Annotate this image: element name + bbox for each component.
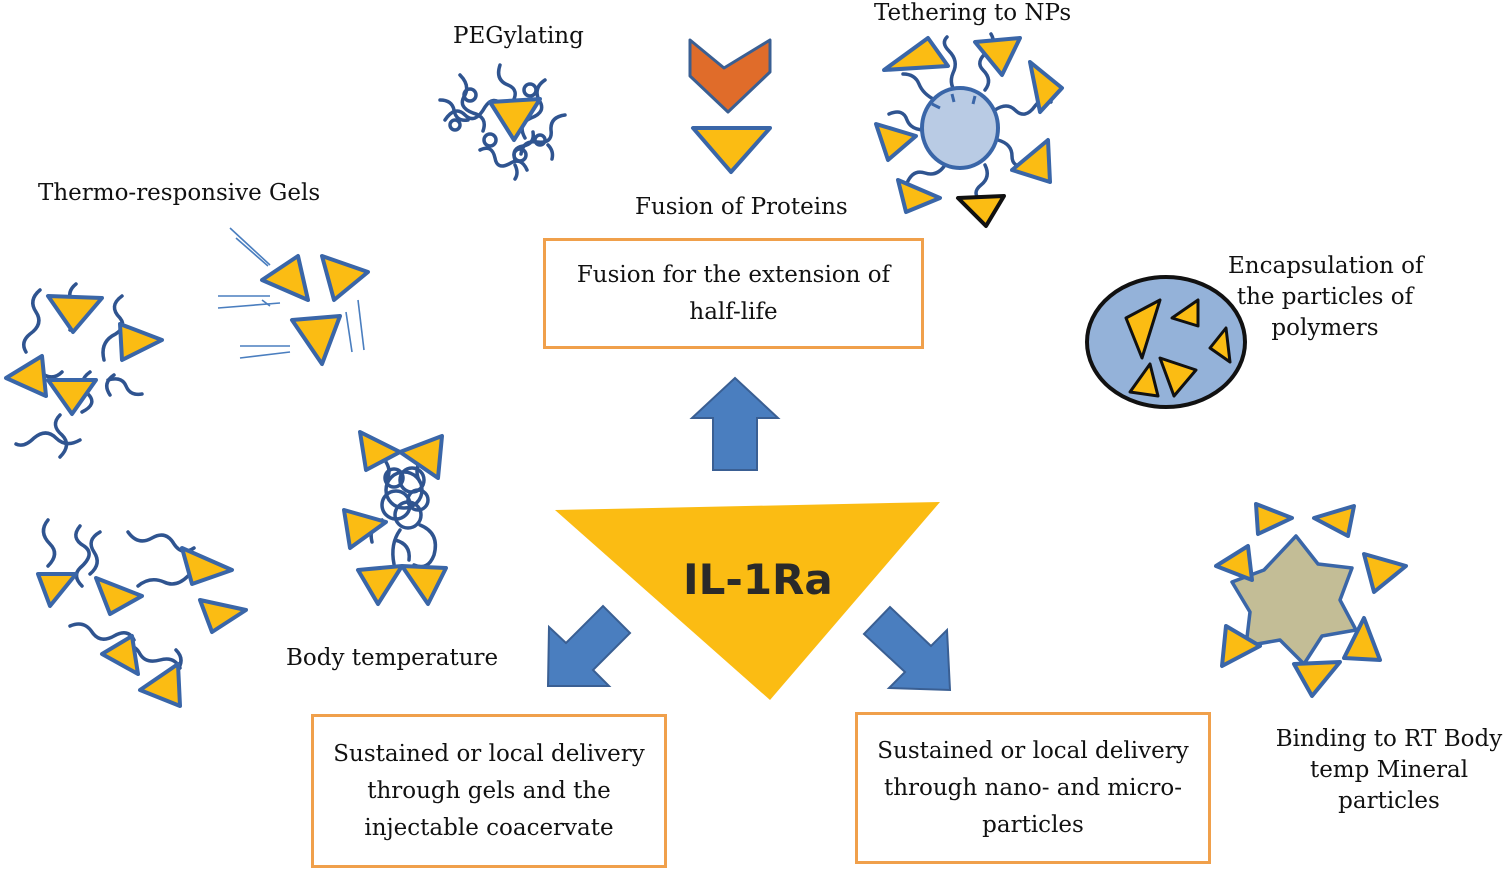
tethered-triangle-7 <box>874 122 918 162</box>
fusion-partner-chevron-icon <box>688 38 772 114</box>
half-life-box-line-2: half-life <box>689 298 778 325</box>
gels-box-line-2: through gels and the <box>367 777 611 804</box>
arrow-down-left-icon <box>546 604 632 687</box>
mineral-triangle-6 <box>1342 616 1382 662</box>
gel-triangle-1 <box>46 294 104 334</box>
gels-box-line-3: injectable coacervate <box>364 814 614 841</box>
fusion-protein-triangle <box>691 126 772 174</box>
tethering-to-nps-label: Tethering to NPs <box>874 0 1072 26</box>
gel-triangle-5 <box>260 254 310 302</box>
mineral-triangle-2 <box>1312 504 1356 538</box>
mineral-triangle-1 <box>1254 502 1294 536</box>
tethered-triangle-2 <box>973 36 1022 77</box>
gel-triangle-13 <box>138 662 182 708</box>
gel-network-chains-icon <box>41 518 196 674</box>
encapsulation-label: Encapsulation of the particles of polyme… <box>1228 251 1424 344</box>
body-temperature-label: Body temperature <box>286 645 499 671</box>
mineral-triangle-4 <box>1362 552 1408 594</box>
tethered-triangle-3 <box>1028 60 1064 114</box>
body-temperature-cluster-icon <box>369 458 438 569</box>
tethered-triangle-6 <box>896 178 942 214</box>
gel-triangle-6 <box>320 254 370 302</box>
il1ra-core-triangle <box>555 502 940 700</box>
encapsulation-label-line-2: the particles of <box>1236 284 1414 310</box>
gel-triangle-8 <box>36 572 78 608</box>
pegylated-protein-icon <box>438 63 567 181</box>
tethered-triangle-5 <box>956 194 1006 228</box>
arrow-down-right-icon <box>862 605 952 692</box>
il1ra-label: IL-1Ra <box>683 555 833 604</box>
tethered-triangle-4 <box>1010 138 1052 184</box>
fusion-of-proteins-label: Fusion of Proteins <box>635 194 848 220</box>
gels-box-line-1: Sustained or local delivery <box>333 740 645 767</box>
tethered-nanoparticle-icon <box>887 32 1053 203</box>
tethered-triangle-1 <box>882 36 950 72</box>
gel-triangle-7 <box>290 314 342 366</box>
pegylated-protein-triangle <box>488 97 542 142</box>
gel-triangle-4 <box>46 378 98 416</box>
body-temp-triangle-3 <box>342 508 388 550</box>
body-temp-triangle-2 <box>398 434 444 480</box>
heat-lines-icon <box>217 227 365 359</box>
binding-label-line-1: Binding to RT Body <box>1275 726 1503 752</box>
half-life-box-line-1: Fusion for the extension of <box>576 261 891 288</box>
binding-mineral-label: Binding to RT Body temp Mineral particle… <box>1274 724 1504 817</box>
gel-triangle-10 <box>180 546 234 586</box>
gel-triangle-3 <box>4 354 48 398</box>
mineral-triangle-7 <box>1292 660 1342 698</box>
particles-box-line-2: through nano- and micro- <box>883 774 1183 801</box>
pegylating-label: PEGylating <box>453 23 584 49</box>
arrow-up-icon <box>689 376 781 471</box>
binding-label-line-3: particles <box>1338 788 1440 814</box>
particles-box-line-1: Sustained or local delivery <box>877 737 1189 764</box>
body-temp-triangle-1 <box>358 430 402 472</box>
gel-triangle-2 <box>118 322 164 362</box>
mineral-triangle-3 <box>1214 544 1254 582</box>
encapsulation-label-line-1: Encapsulation of <box>1228 253 1424 279</box>
thermo-responsive-gels-label: Thermo-responsive Gels <box>38 180 321 206</box>
half-life-extension-box: Fusion for the extension of half-life <box>543 238 924 349</box>
particles-box-line-3: particles <box>982 811 1084 838</box>
binding-label-line-2: temp Mineral <box>1309 757 1469 783</box>
gel-triangle-9 <box>94 576 144 616</box>
encapsulation-label-line-3: polymers <box>1271 315 1379 341</box>
nano-micro-particle-delivery-box: Sustained or local delivery through nano… <box>855 712 1211 864</box>
gel-triangle-12 <box>100 634 140 676</box>
mineral-triangle-5 <box>1220 624 1262 668</box>
body-temp-triangle-4 <box>356 564 404 606</box>
body-temp-triangle-5 <box>400 564 448 606</box>
polymer-encapsulation-icon <box>1085 275 1247 409</box>
gels-coacervate-delivery-box: Sustained or local delivery through gels… <box>311 714 667 868</box>
gel-triangle-11 <box>198 598 248 634</box>
